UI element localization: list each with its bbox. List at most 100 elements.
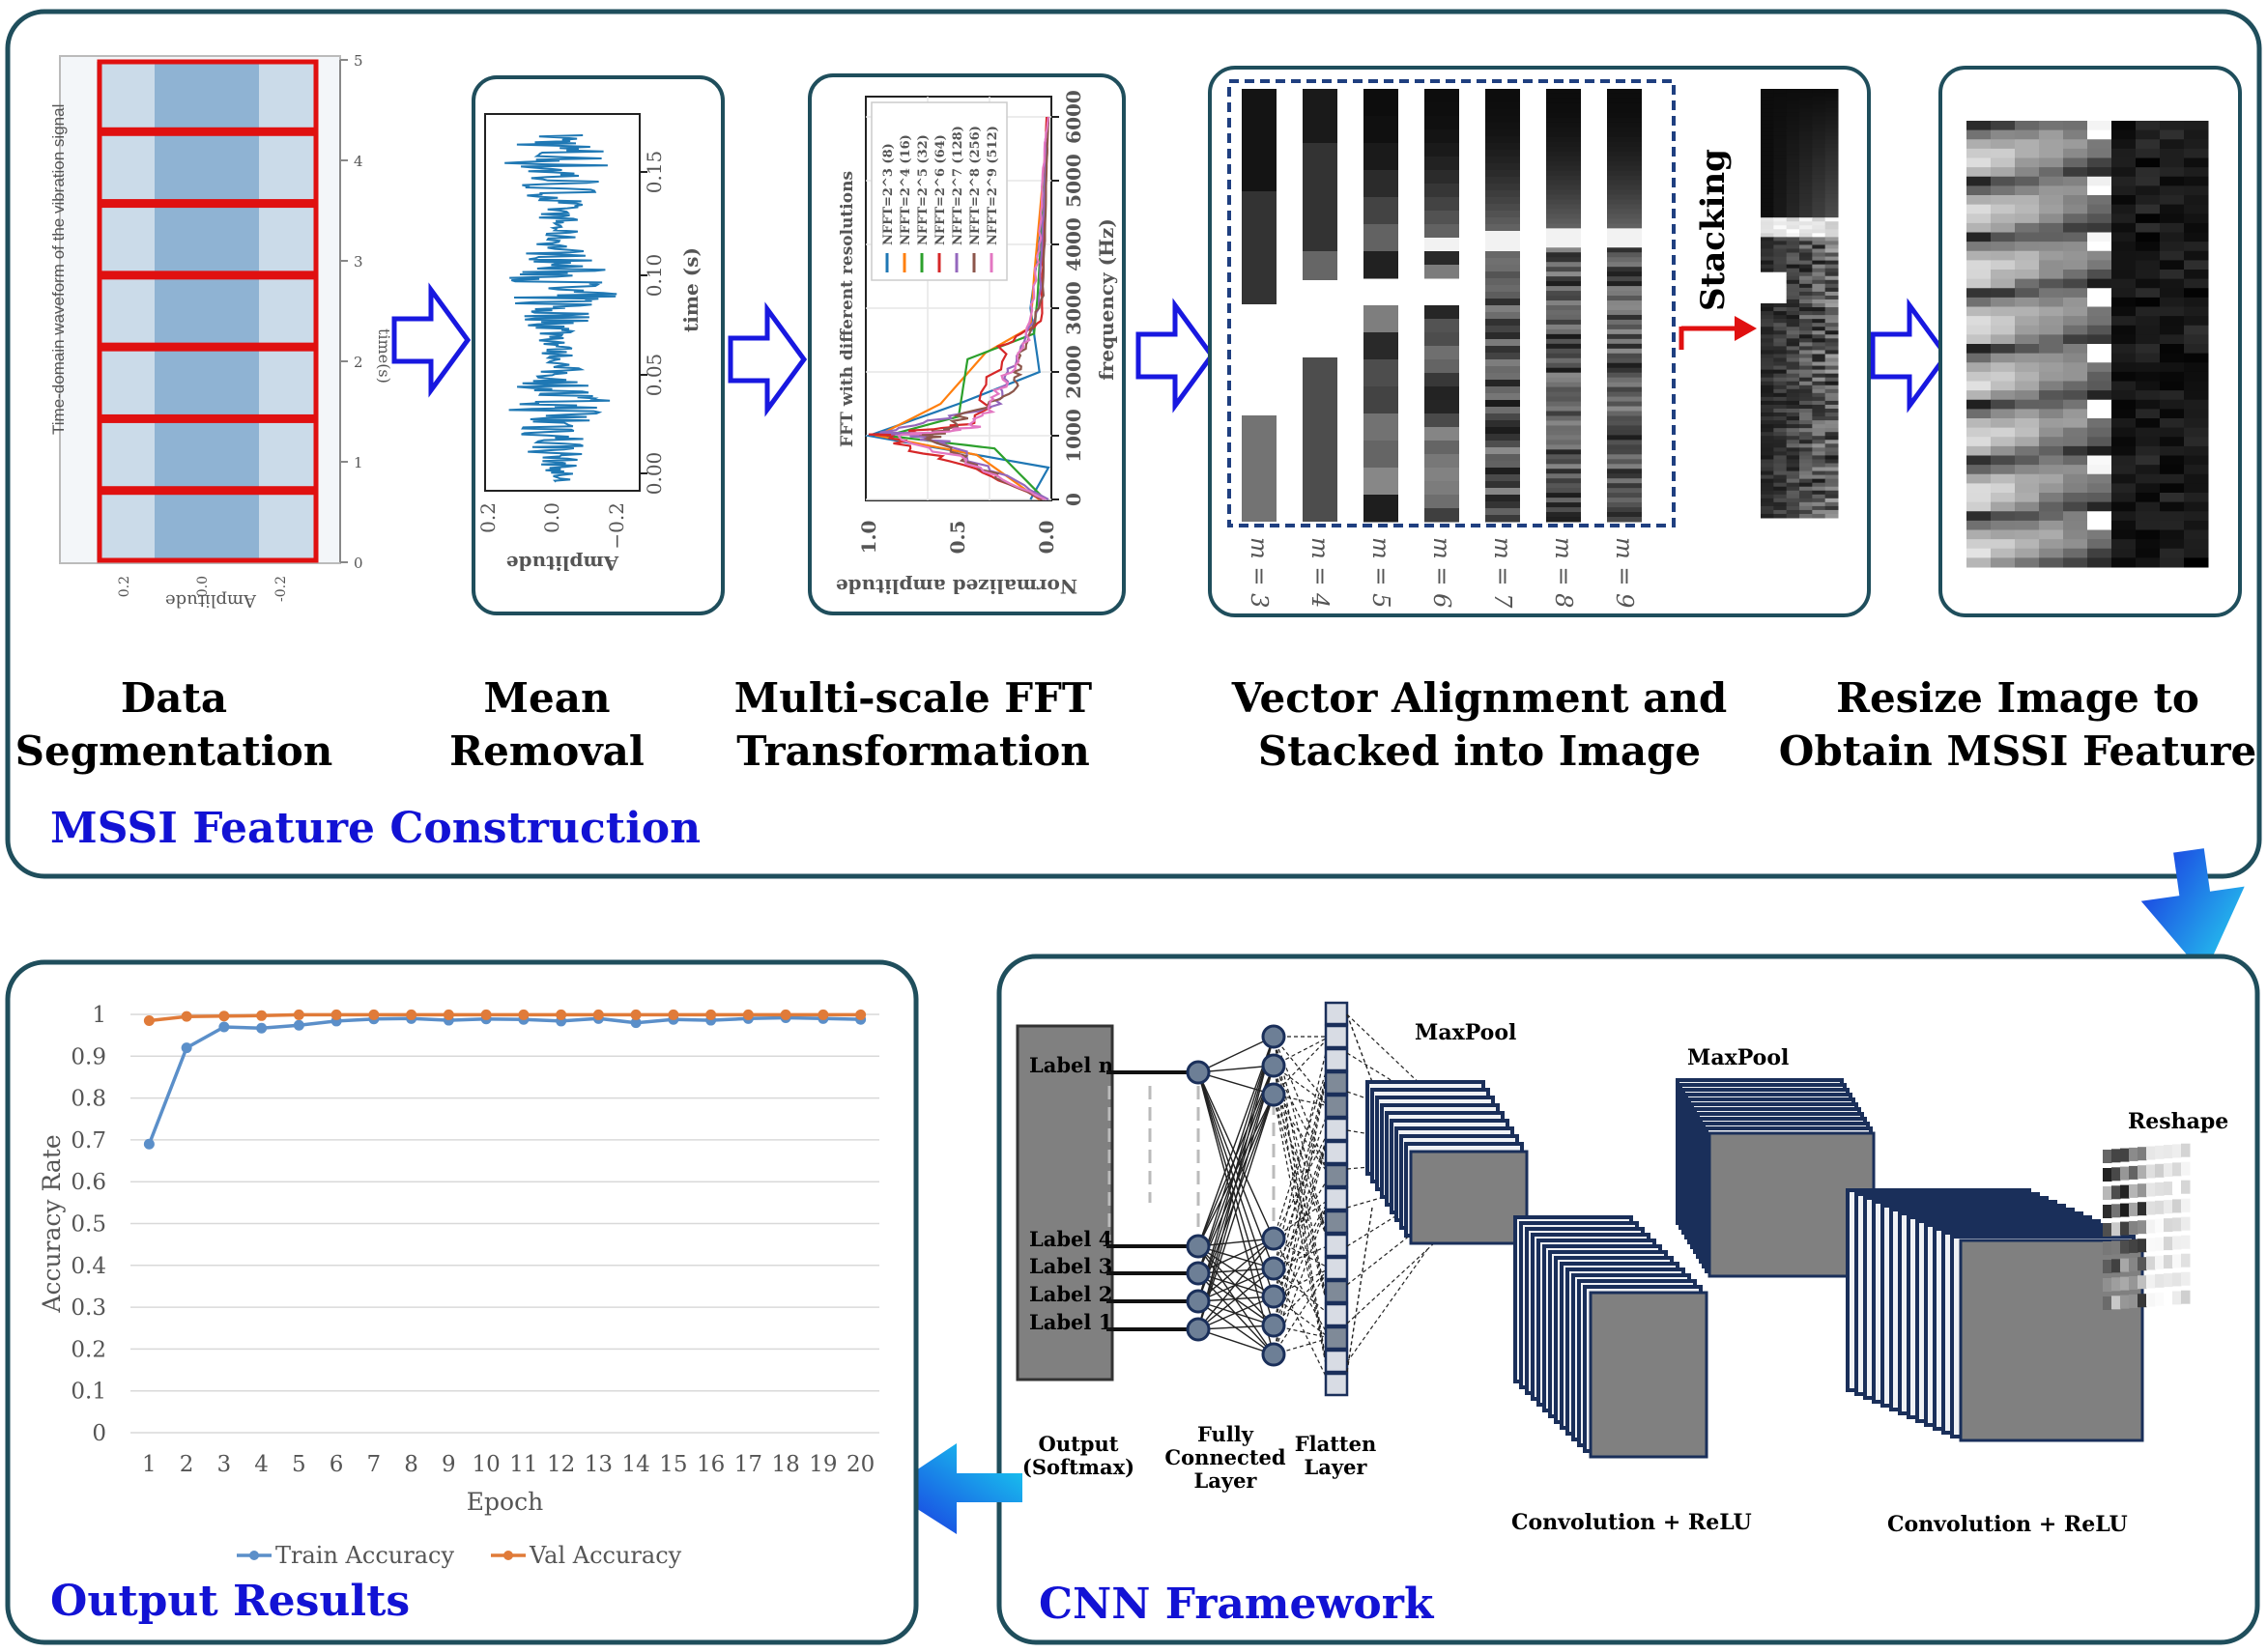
mean-time-tick: 0.15: [643, 151, 666, 194]
data-point: [330, 1009, 342, 1020]
mean-xlabel: Amplitude: [506, 552, 619, 575]
feature-vector: [1485, 89, 1520, 523]
maxpool2-stack: [1676, 1078, 1876, 1278]
cnn-layer-caption: Output: [1039, 1432, 1119, 1456]
fft-plot: NFFT=2^3 (8)NFFT=2^4 (16)NFFT=2^5 (32)NF…: [836, 90, 1118, 598]
fft-freq-tick: 0: [1062, 493, 1085, 506]
feature-vector: [1303, 89, 1337, 522]
seg-time-tick: 1: [354, 454, 363, 471]
seg-time-tick: 4: [354, 153, 363, 170]
conv1-stack: [1513, 1215, 1708, 1459]
flatten-cell: [1324, 1349, 1349, 1374]
cnn-layer-caption: Layer: [1305, 1455, 1368, 1479]
seg-amp-tick: 0.2: [117, 576, 132, 597]
step-label-line2: Transformation: [736, 727, 1090, 775]
feature-vector: [1546, 89, 1581, 523]
cnn-layer-caption: Fully: [1197, 1422, 1254, 1446]
flow-arrow: [728, 301, 808, 417]
output-label: Label 1: [1029, 1310, 1112, 1334]
segment-box: [97, 490, 319, 563]
output-layer: [1016, 1024, 1114, 1381]
seg-xlabel: Amplitude: [165, 590, 257, 611]
x-tick-label: 7: [367, 1452, 382, 1477]
data-point: [293, 1009, 304, 1020]
y-tick-label: 0.6: [71, 1170, 106, 1195]
segment-box: [97, 59, 319, 132]
fc-node: [1186, 1317, 1211, 1342]
y-tick-label: 0: [92, 1421, 106, 1446]
left-arrow: [887, 1443, 1022, 1534]
flatten-cell: [1324, 1279, 1349, 1304]
x-tick-label: 2: [180, 1452, 194, 1477]
fc-node: [1261, 1313, 1286, 1338]
fft-xlabel: Normalized amplitude: [836, 575, 1077, 598]
y-tick-label: 0.7: [71, 1128, 106, 1154]
output-label: Label n: [1029, 1053, 1113, 1077]
feature-vector: [1607, 89, 1642, 523]
fft-freq-tick: 3000: [1062, 281, 1085, 335]
seg-ylabel: Time-domain waveform of the vibration si…: [49, 104, 68, 435]
x-tick-label: 9: [442, 1452, 456, 1477]
fft-freq-tick: 2000: [1062, 345, 1085, 399]
step-label-line1: Data: [121, 674, 227, 722]
feature-map: [1589, 1291, 1708, 1459]
x-tick-label: 16: [697, 1452, 725, 1477]
m-label: m = 7: [1489, 537, 1516, 609]
seg-amp-tick: -0.2: [273, 576, 289, 602]
data-point: [818, 1009, 829, 1020]
mean-amp-tick: −0.2: [605, 502, 628, 550]
m-label: m = 5: [1367, 537, 1394, 608]
cnn-layer-caption: Flatten: [1295, 1432, 1377, 1456]
flatten-cell: [1324, 1233, 1349, 1258]
flatten-cell: [1324, 1070, 1349, 1096]
fft-legend-entry: NFFT=2^7 (128): [951, 126, 965, 245]
step-label-line1: Mean: [484, 674, 611, 722]
data-point: [181, 1042, 192, 1054]
legend-entry: Val Accuracy: [529, 1542, 682, 1569]
flow-arrow: [1870, 298, 1950, 413]
seg-time-tick: 5: [354, 52, 363, 70]
fft-amp-tick: 0.0: [1035, 521, 1058, 555]
mean-time-tick: 0.05: [643, 354, 666, 397]
series-line: [149, 1012, 861, 1023]
feature-map: [1959, 1239, 2144, 1442]
output-label: Label 2: [1029, 1282, 1112, 1306]
x-tick-label: 13: [585, 1452, 613, 1477]
flatten-cell: [1324, 1117, 1349, 1142]
seg-time-tick: 2: [354, 354, 363, 371]
data-point: [143, 1138, 155, 1150]
data-point: [742, 1009, 754, 1020]
data-point: [780, 1009, 791, 1020]
fft-legend-entry: NFFT=2^3 (8): [881, 143, 896, 245]
x-tick-label: 15: [659, 1452, 687, 1477]
flow-arrow: [391, 282, 472, 398]
y-tick-label: 0.4: [71, 1254, 106, 1279]
data-point: [181, 1011, 192, 1022]
data-point: [218, 1011, 230, 1022]
x-tick-label: 12: [547, 1452, 575, 1477]
mean-amp-tick: 0.0: [540, 502, 563, 533]
data-point: [630, 1009, 642, 1020]
data-point: [668, 1009, 679, 1020]
fft-freq-tick: 1000: [1062, 409, 1085, 463]
fc-node: [1261, 1342, 1286, 1367]
data-point: [480, 1009, 492, 1020]
fft-freq-tick: 5000: [1062, 154, 1085, 208]
x-tick-label: 11: [509, 1452, 537, 1477]
down-arrow: [2140, 848, 2245, 976]
fc-node: [1261, 1284, 1286, 1309]
series-line: [147, 1015, 861, 1145]
fc-node: [1261, 1024, 1286, 1049]
fc-node: [1186, 1234, 1211, 1259]
fft-freq-tick: 4000: [1062, 217, 1085, 271]
data-point: [855, 1009, 867, 1020]
mean-removal-box: [472, 75, 725, 615]
flatten-cell: [1324, 1047, 1349, 1072]
seg-time-label: time(s): [375, 328, 393, 384]
x-tick-label: 19: [809, 1452, 837, 1477]
feature-vector: [1363, 89, 1398, 523]
y-tick-label: 0.3: [71, 1296, 106, 1321]
alignment-dashed-frame: [1227, 79, 1676, 527]
